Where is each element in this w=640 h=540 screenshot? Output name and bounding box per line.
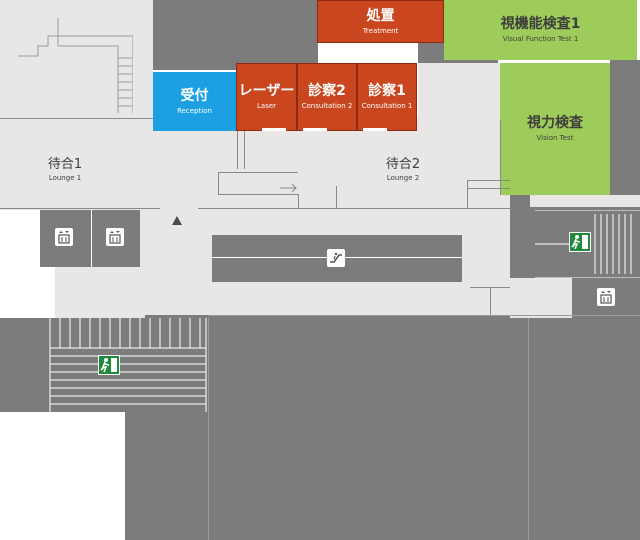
counter-line-3 (218, 172, 219, 194)
corridor-right-edge (500, 195, 510, 215)
room-treatment[interactable]: 処置 Treatment (317, 0, 444, 43)
room-vision-test-label-en: Vision Test (536, 134, 574, 142)
wall-line-reception-post-2 (244, 131, 245, 169)
counter-line-2 (218, 194, 298, 195)
core-divider-3 (208, 315, 640, 316)
core-divider-1 (208, 318, 209, 540)
room-visual-function-test-label-en: Visual Function Test 1 (502, 35, 579, 43)
staircase-top-left (18, 18, 134, 113)
lounge-1-label-en: Lounge 1 (48, 174, 82, 182)
corridor-lower-right (510, 278, 572, 318)
room-consultation-2-label: 診察2 (308, 83, 346, 99)
elevator-divider (91, 210, 92, 267)
elevator-icon[interactable] (597, 288, 615, 306)
current-location-marker (172, 210, 182, 225)
lounge-1: 待合1 Lounge 1 (30, 157, 100, 183)
door-consultation-2 (303, 128, 327, 131)
corridor-upper-right (418, 63, 500, 123)
wall-line-mid (336, 186, 337, 208)
corridor-lower-left (55, 267, 145, 318)
corridor-right-edge-bottom (530, 195, 640, 207)
elevator-icon[interactable] (55, 228, 73, 246)
wall-line-right-1 (468, 180, 510, 181)
wall-line-reception-post-1 (237, 131, 238, 169)
door-consultation-1 (363, 128, 387, 131)
room-reception-label: 受付 (180, 87, 209, 104)
wall-line-corridor-right (198, 208, 510, 209)
counter-arrow (280, 178, 300, 193)
room-laser-label-en: Laser (256, 102, 277, 110)
room-consultation-1[interactable]: 診察1 Consultation 1 (357, 63, 417, 131)
room-consultation-1-label-en: Consultation 1 (361, 102, 413, 110)
room-consultation-2-label-en: Consultation 2 (301, 102, 353, 110)
room-vision-test[interactable]: 視力検査 Vision Test (500, 63, 610, 195)
wall-line-right-2 (468, 188, 510, 189)
counter-line-4 (298, 194, 299, 208)
door-laser (262, 128, 286, 131)
wall-line-upper-right (500, 120, 501, 195)
lounge-2: 待合2 Lounge 2 (368, 157, 438, 183)
room-visual-function-test[interactable]: 視機能検査1 Visual Function Test 1 (444, 0, 637, 60)
wall-line-right-3 (467, 180, 468, 208)
wall-line-corridor-left (0, 208, 160, 209)
elevator-icon[interactable] (106, 228, 124, 246)
counter-line-1 (218, 172, 298, 173)
lounge-1-label: 待合1 (47, 157, 83, 172)
emergency-exit-icon (569, 232, 591, 252)
room-laser[interactable]: レーザー Laser (236, 63, 297, 131)
lounge-2-label: 待合2 (385, 157, 421, 172)
room-treatment-label: 処置 (366, 7, 395, 24)
room-reception[interactable]: 受付 Reception (153, 72, 236, 131)
lounge-2-label-en: Lounge 2 (386, 174, 420, 182)
room-consultation-1-label: 診察1 (368, 83, 406, 99)
wall-line-lower-right-2 (490, 287, 491, 317)
room-treatment-label-en: Treatment (362, 26, 399, 35)
core-divider-2 (528, 318, 529, 540)
room-laser-label: レーザー (238, 83, 295, 99)
wall-line-upper-left (0, 118, 153, 119)
core-block-bottom (125, 315, 640, 540)
room-reception-label-en: Reception (177, 106, 212, 115)
room-consultation-2[interactable]: 診察2 Consultation 2 (297, 63, 357, 131)
emergency-exit-icon (98, 355, 120, 375)
core-block-top (153, 0, 318, 70)
room-visual-function-test-label: 視機能検査1 (500, 16, 581, 32)
room-vision-test-label: 視力検査 (527, 115, 583, 131)
core-block-right-edge (610, 60, 640, 210)
escalator-icon (327, 249, 345, 267)
staircase-bottom-left (48, 318, 208, 412)
